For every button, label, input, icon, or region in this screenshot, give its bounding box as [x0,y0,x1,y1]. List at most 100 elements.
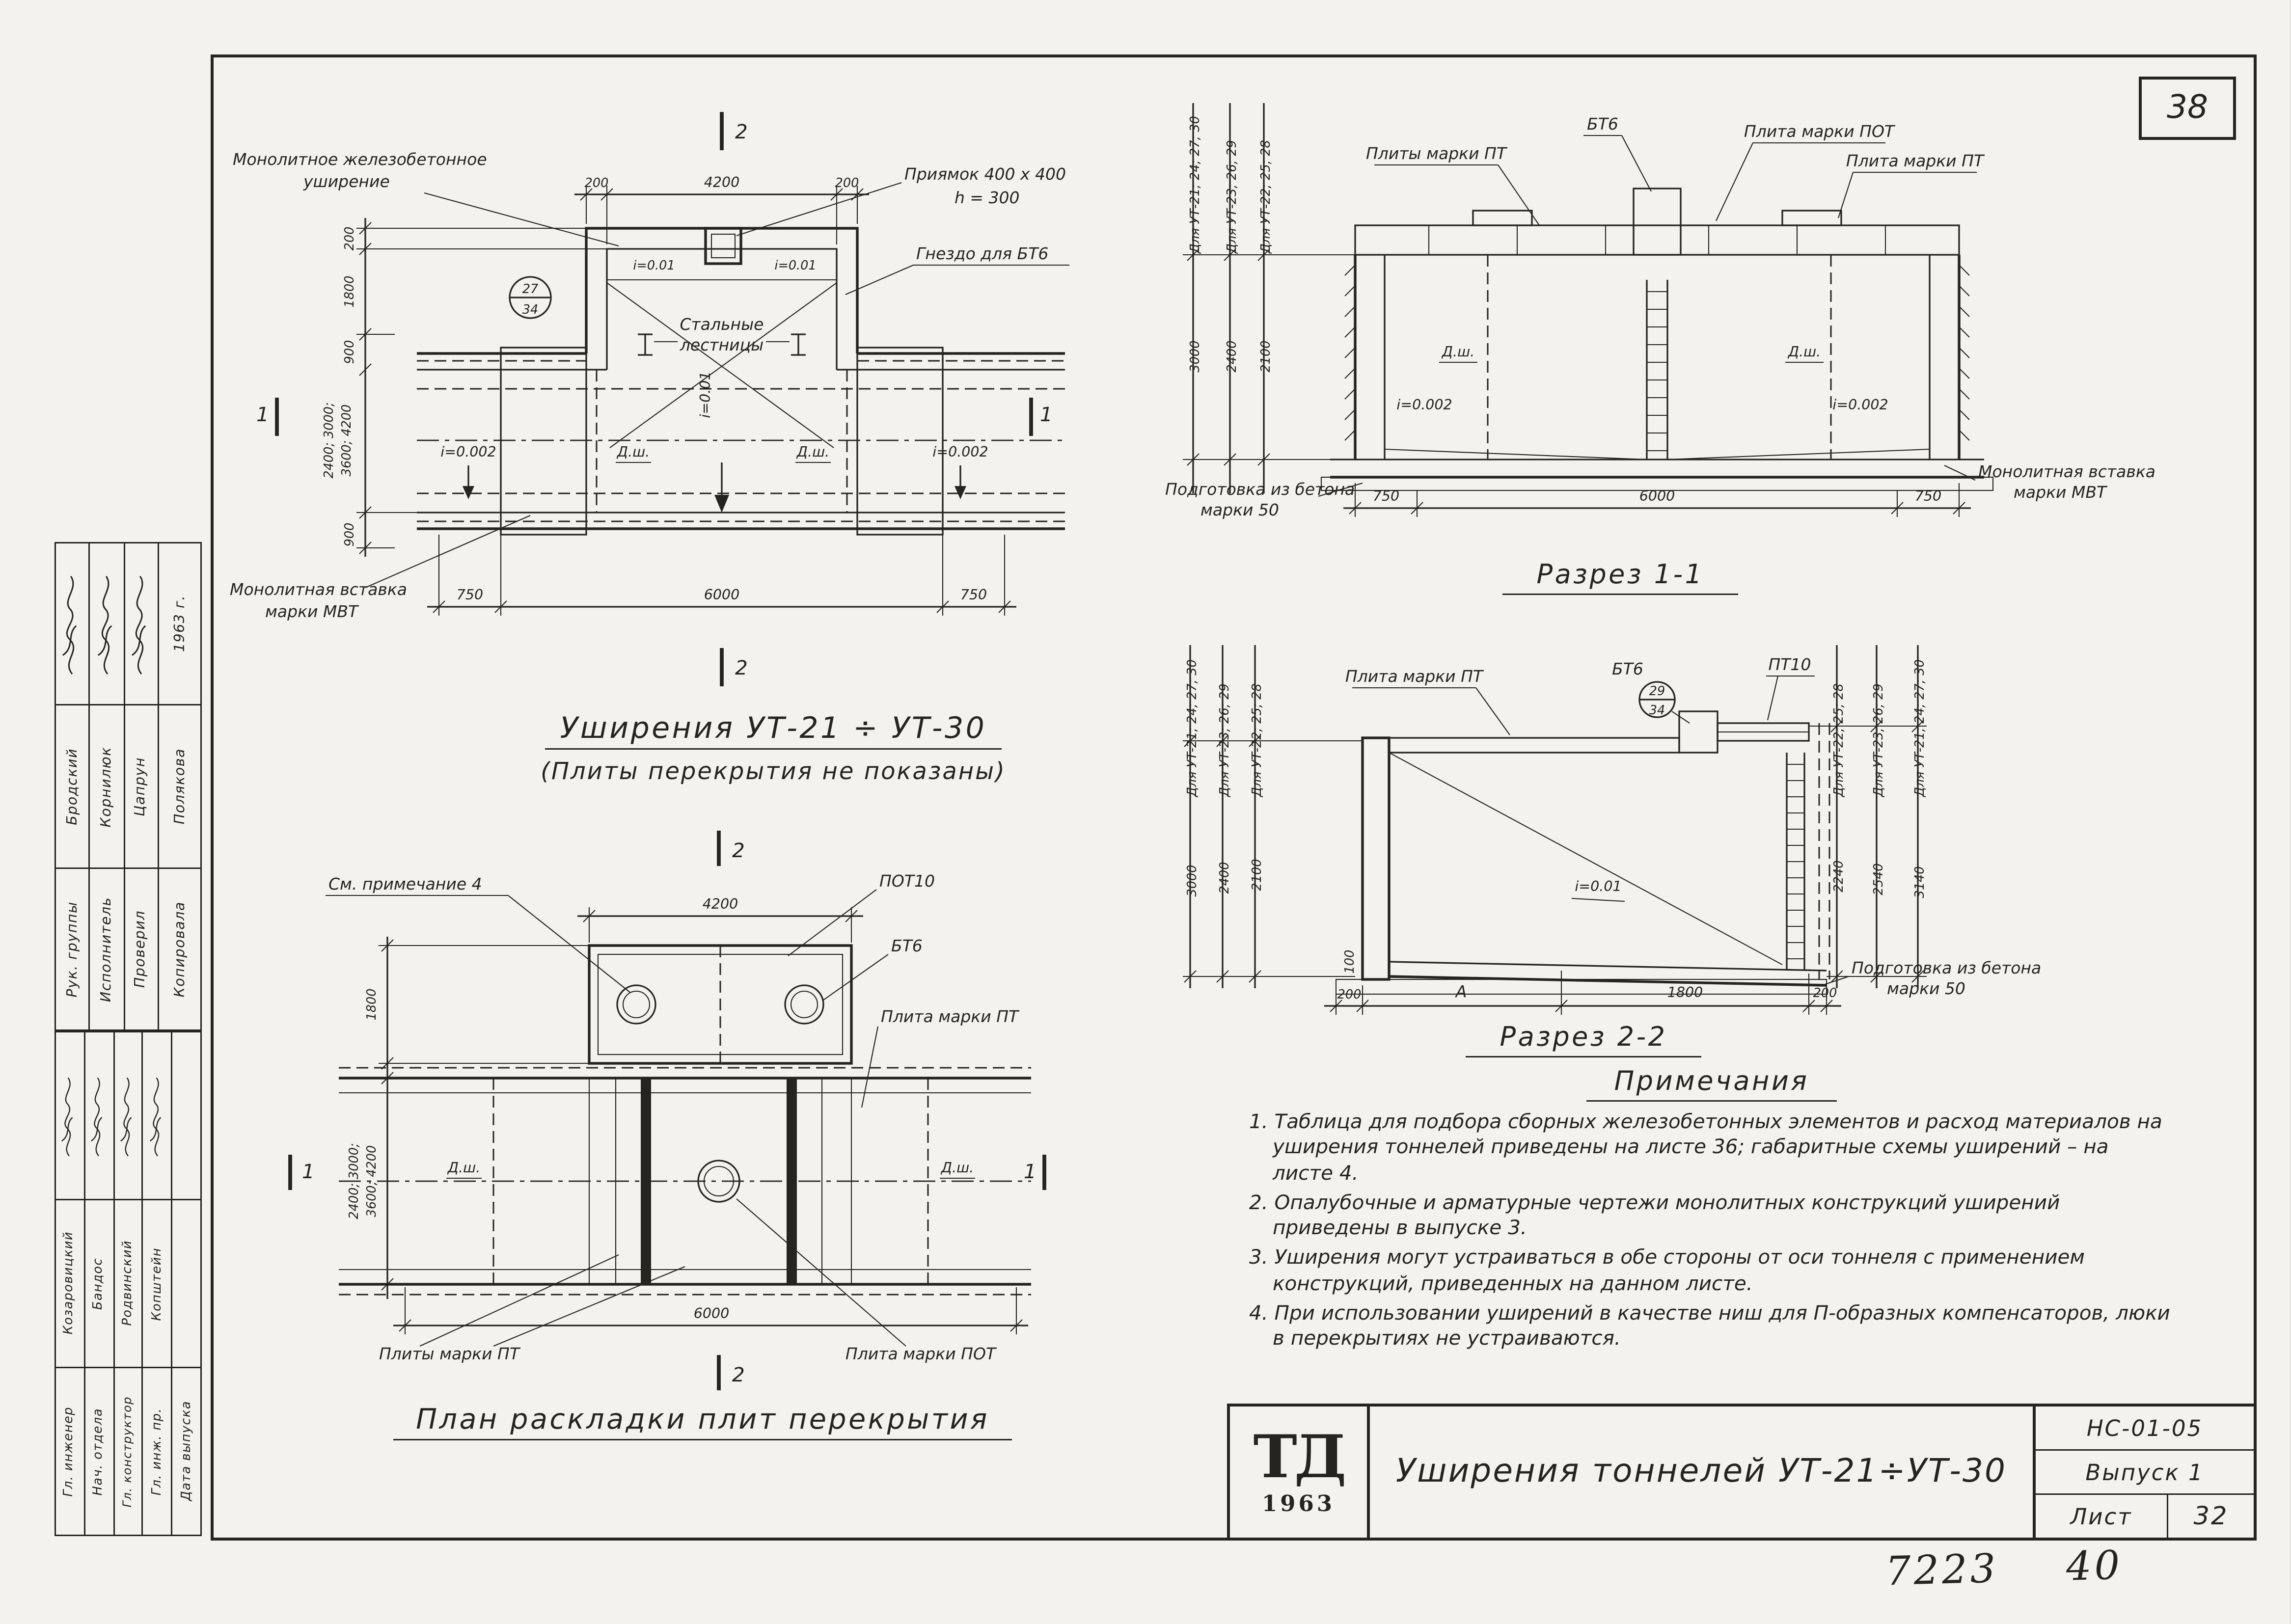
variant-range-left-c: Для УТ-22; 25; 28 [1250,683,1264,797]
staff-name: Бандос [91,1257,107,1310]
staff-name: Корнилюк [99,746,115,827]
staff-name: Родвинский [120,1241,136,1326]
expansion-joint-labels: Д.ш. Д.ш. [616,444,831,463]
role-cell: Гл. конструктор [114,1367,142,1535]
signature-scribble [62,1077,74,1156]
archive-number-2: 40 [2065,1543,2124,1591]
signature-scribble [120,1077,132,1156]
staff-column: Родвинский Гл. конструктор [112,1032,142,1535]
dim-200-left: 200 [1337,987,1362,1002]
bottom-dimension: 6000 [393,1287,1028,1334]
dim-4200: 4200 [703,896,738,912]
dim-750-right: 750 [1915,488,1941,504]
dim-2240: 2240 [1831,861,1846,893]
name-cell: Бродский [56,704,89,867]
dim-750-right: 750 [960,587,987,603]
slope-i001-left: i=0.01 [633,258,675,273]
label-steel-ladders: Стальные лестницы [654,315,790,354]
callout-bt6: БТ6 [823,936,923,1001]
label-socket-bt6: Гнездо для БТ6 [916,244,1048,263]
variant-range-b: Для УТ-23; 26; 29 [1225,140,1239,254]
label-plates-pt: Плиты марки ПТ [379,1344,521,1363]
role-cell: Копировала [159,866,201,1029]
signature-cell [85,1032,112,1199]
sheet-label: Лист [2036,1495,2168,1538]
section-marker-1-left: 1 [288,1155,315,1190]
role-cell: Дата выпуска [172,1367,200,1535]
label-plate-pt: Плита марки ПТ [881,1007,1020,1026]
dim-200-right: 200 [1813,986,1837,1001]
section-2-label: 2 [732,839,745,862]
left-dimension-chain: 200 1800 900 2400; 3000; 3600; 4200 900 [322,218,607,557]
right-variant-chains: Для УТ-22; 25; 28 Для УТ-23; 26; 29 Для … [1809,645,1927,988]
label-bt6: БТ6 [1587,114,1618,134]
section-2-label: 2 [735,120,748,143]
label-plate-pt: Плита марки ПТ [1345,667,1484,686]
section-1-label: 1 [1024,1160,1036,1183]
section-1-label: 1 [256,403,269,426]
bottom-dimension: 200 А 1800 200 100 [1324,950,1841,1015]
section-2-2-drawing: Для УТ-21; 24; 27; 30 Для УТ-23; 26; 29 … [1183,645,2041,1015]
label-stairs-1: Стальные [680,315,764,334]
label-insert-1: Монолитная вставка [230,580,407,599]
monolithic-insert-blocks [500,347,944,536]
label-sump-pit: Приямок 400 х 400 [904,164,1066,184]
name-cell: Полякова [159,704,201,867]
slab-joint-bar [641,1078,651,1284]
doc-code: НС-01-05 [2086,1414,2203,1441]
staff-column: 1963 г. Полякова Копировала [158,543,201,1029]
top-dimension: 4200 [577,896,863,943]
name-cell: Цапрун [125,704,158,867]
staff-column: Бродский Рук. группы [56,543,89,1029]
ref-denominator: 34 [1649,703,1665,718]
slab-plan-title: План раскладки плит перекрытия [393,1404,1012,1440]
structure [1335,710,1830,995]
label-stairs-2: лестницы [680,335,764,354]
staff-column: Бандос Нач. отдела [83,1032,113,1535]
dim-variable-1: 2400; 3000; [347,1143,361,1219]
ref-denominator: 34 [522,302,538,317]
signature-cell [114,1032,142,1199]
dim-2400: 2400 [1225,341,1239,373]
section-2-2-title: Разрез 2-2 [1466,1022,1701,1057]
staff-role: Дата выпуска [179,1401,194,1502]
staff-name: Бродский [64,748,81,825]
stamp-right-column: НС-01-05 Выпуск 1 Лист 32 [2033,1407,2254,1538]
callout-sump-pit: Приямок 400 х 400 h = 300 [736,164,1066,236]
staff-role: Копировала [171,901,188,997]
label-monolithic-widening: Монолитное железобетонное [233,150,487,169]
sump-pit [704,227,742,265]
dim-750-left: 750 [1373,488,1399,504]
section-marker-1-right: 1 [1024,1155,1046,1190]
label-insert-1: Монолитная вставка [1978,462,2155,481]
staff-role: Рук. группы [64,901,81,997]
section-marker-2-bottom: 2 [717,1355,745,1390]
label-pot10: ПОТ10 [879,871,935,891]
dim-variable-2: 3600; 4200 [364,1145,379,1218]
slab-joint-bar [787,1078,797,1284]
dim-variable-1: 2400; 3000; [322,402,336,478]
name-cell: Бандос [85,1199,113,1367]
top-dimension: 200 4200 200 [574,174,869,244]
staff-name: Цапрун [133,757,150,816]
label-base-2: марки 50 [1887,979,1965,998]
name-cell: Козаровицкий [56,1199,84,1367]
staff-name: Козаровицкий [62,1232,78,1335]
steel-ladder-symbols [638,333,806,356]
staff-name: Копштейн [150,1246,165,1321]
staff-role: Гл. конструктор [121,1396,135,1507]
callout-socket-bt6: Гнездо для БТ6 [845,244,1069,295]
ramp-diagonals [606,282,837,448]
callout-plate-pot-bottom: Плита марки ПОТ [736,1198,997,1363]
name-cell [172,1199,200,1367]
staff-column: Козаровицкий Гл. инженер [56,1032,84,1535]
callout-plates-pt-bottom: Плиты марки ПТ [379,1254,685,1363]
role-cell: Проверил [125,866,158,1029]
signature-cell [125,543,158,704]
sheet-reference-bubble: 27 34 [509,276,552,319]
label-sump-pit-h: h = 300 [955,188,1020,207]
label-see-note-4: См. примечание 4 [328,874,482,893]
tunnel-walls [417,352,1065,530]
signature-cell: 1963 г. [159,543,200,704]
archive-number: 7223 [1884,1546,1999,1596]
